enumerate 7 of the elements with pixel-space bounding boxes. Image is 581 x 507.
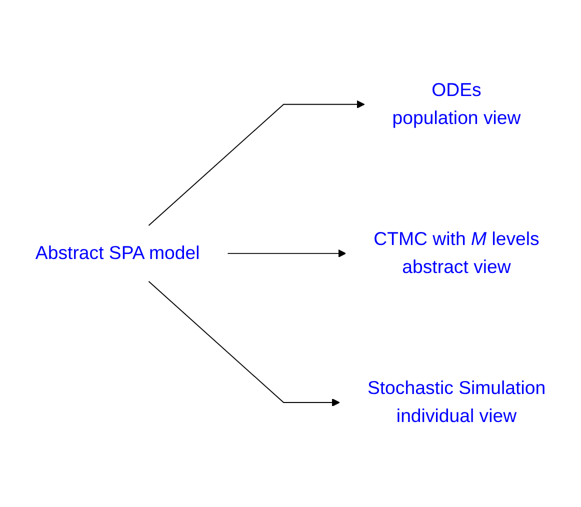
- node-text: Stochastic Simulation individual view: [367, 378, 546, 427]
- arrow: [148, 100, 365, 226]
- node-text: Abstract SPA model: [35, 243, 200, 264]
- node-text: ODEs population view: [392, 80, 521, 129]
- node-text: CTMC with M levels abstract view: [374, 229, 540, 278]
- arrow: [227, 249, 346, 258]
- arrow: [148, 280, 340, 407]
